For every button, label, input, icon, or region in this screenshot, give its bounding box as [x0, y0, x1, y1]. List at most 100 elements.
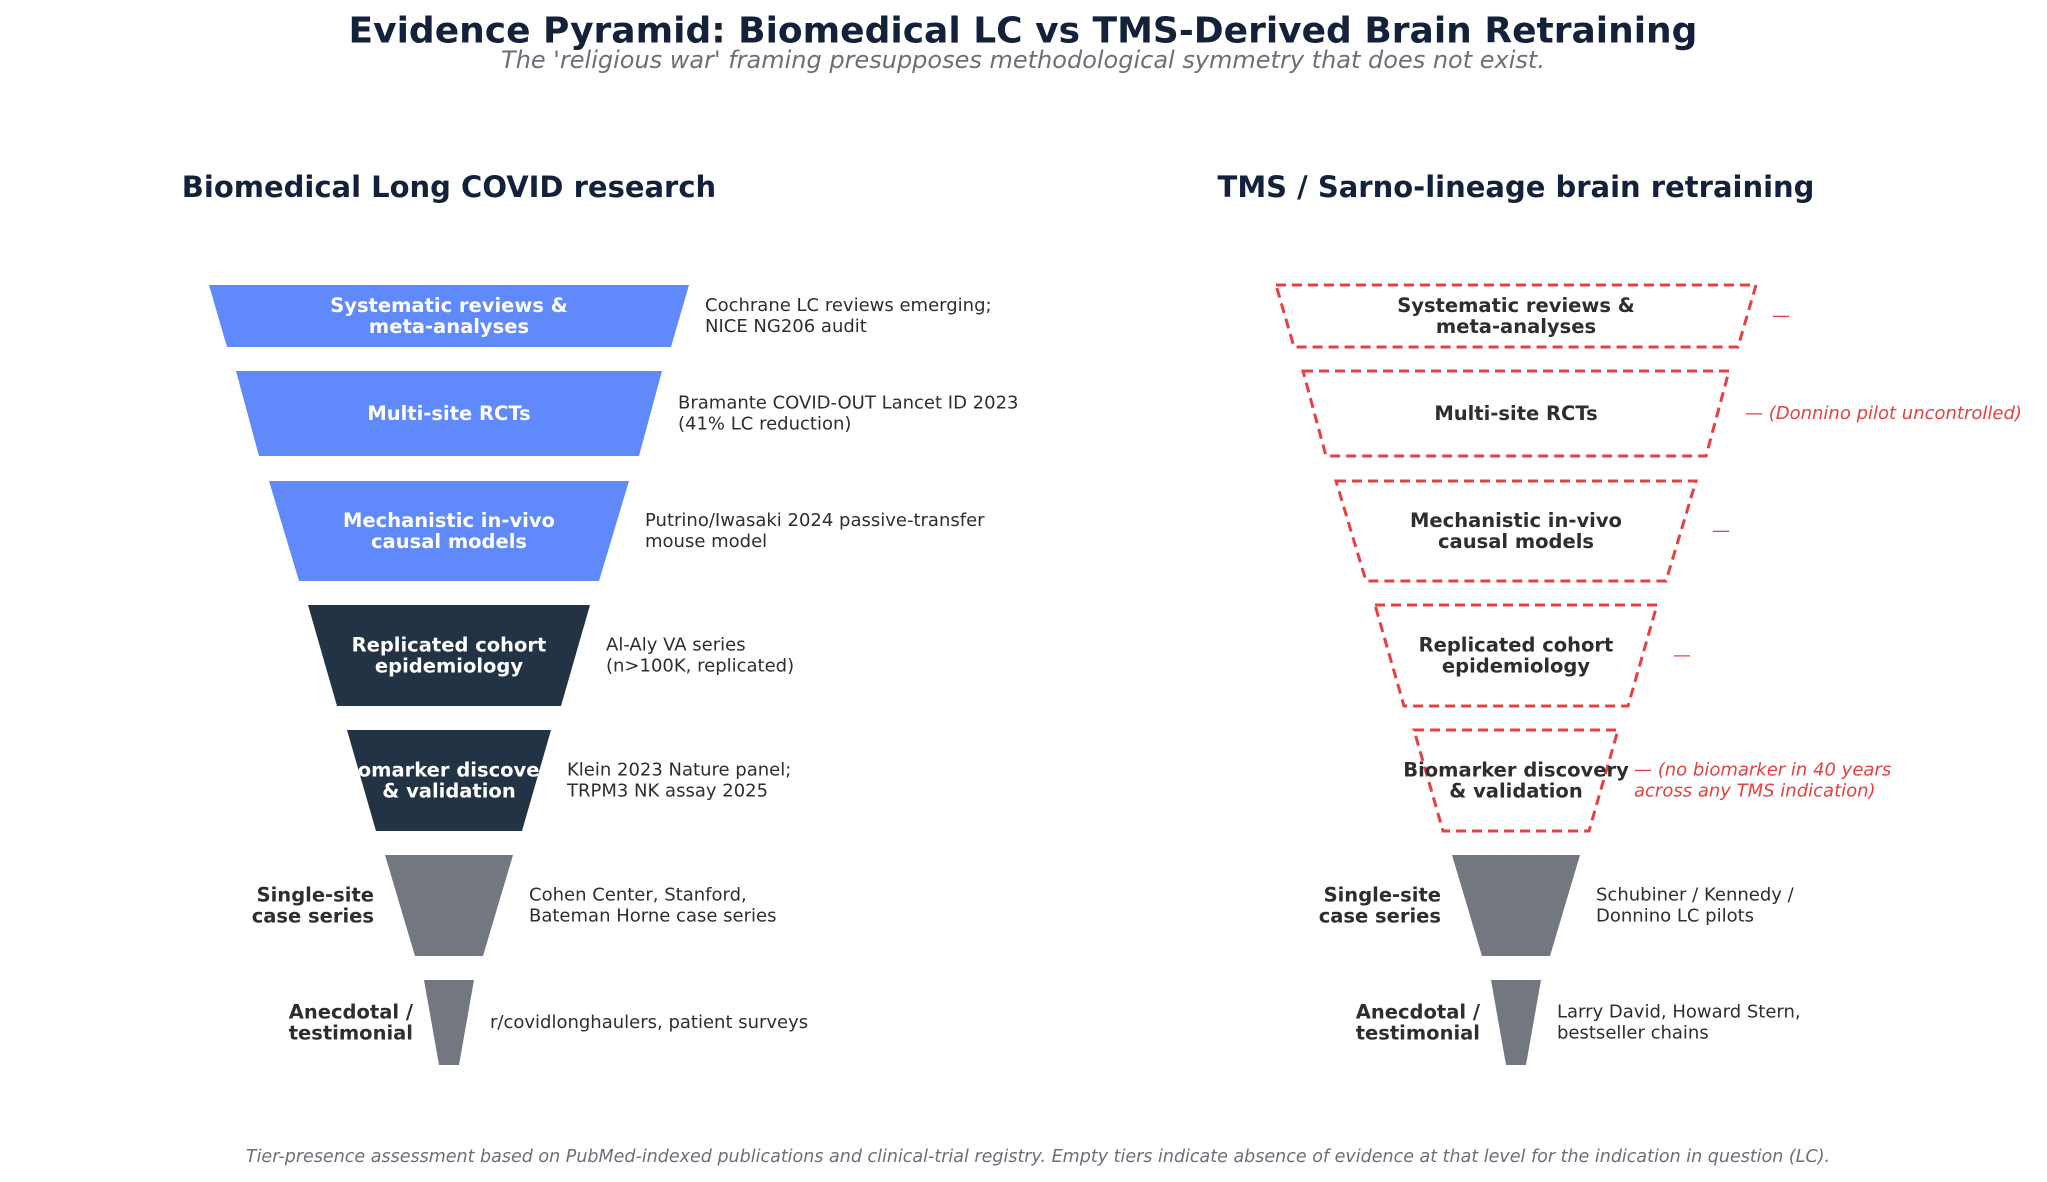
left-tier-label: Anecdotal /testimonial	[289, 1001, 414, 1045]
right-tier-shape	[1333, 479, 1699, 583]
left-tier-label-line: Biomarker discovery	[336, 759, 562, 782]
left-tier-label-line: causal models	[371, 530, 527, 553]
left-tier-label-line: Replicated cohort	[352, 634, 547, 657]
left-tier-annotation: Cohen Center, Stanford,Bateman Horne cas…	[529, 885, 776, 927]
left-tier-label: Multi-site RCTs	[367, 402, 530, 425]
right-tier-label-line: Single-site	[1324, 884, 1441, 907]
left-tier-label-line: & validation	[382, 780, 515, 803]
right-tier-label: Multi-site RCTs	[1434, 402, 1597, 425]
left-tier-label-line: Anecdotal /	[289, 1001, 414, 1024]
right-tier-1: Systematic reviews &meta-analyses —	[1274, 283, 1790, 349]
left-tier-label: Biomarker discovery& validation	[336, 759, 562, 803]
right-tier-label-line: epidemiology	[1442, 655, 1590, 678]
left-tier-annotation: Cochrane LC reviews emerging;NICE NG206 …	[705, 295, 992, 337]
left-tier-annotation-line: r/covidlonghaulers, patient surveys	[490, 1012, 808, 1033]
right-tier-label-line: & validation	[1449, 780, 1582, 803]
left-tier-label-line: epidemiology	[375, 655, 523, 678]
right-tier-annotation-line: —	[1673, 645, 1691, 666]
left-tier-label: Systematic reviews &meta-analyses	[330, 294, 568, 338]
left-tier-shape	[209, 285, 689, 347]
right-tier-shape	[1452, 855, 1580, 956]
right-tier-annotation-line: — (no biomarker in 40 years	[1634, 760, 1891, 781]
right-tier-annotation-line: across any TMS indication)	[1634, 781, 1876, 802]
figure-title: Evidence Pyramid: Biomedical LC vs TMS-D…	[349, 11, 1698, 52]
right-tier-label: Systematic reviews &meta-analyses	[1397, 294, 1635, 338]
left-tier-annotation: r/covidlonghaulers, patient surveys	[490, 1012, 808, 1033]
right-tier-annotation: Larry David, Howard Stern,bestseller cha…	[1557, 1002, 1801, 1044]
left-tier-label-line: Mechanistic in-vivo	[343, 509, 555, 532]
right-tier-annotation: —	[1712, 521, 1730, 542]
right-tier-annotation-line: — (Donnino pilot uncontrolled)	[1745, 403, 2022, 424]
left-tier-shape	[236, 371, 662, 456]
left-tier-annotation-line: TRPM3 NK assay 2025	[566, 781, 768, 802]
right-tier-shape	[1301, 369, 1731, 458]
right-tier-shape	[1274, 283, 1758, 349]
right-tier-label-line: Biomarker discovery	[1403, 759, 1629, 782]
right-tier-label-line: Systematic reviews &	[1397, 294, 1635, 317]
right-tier-label-line: case series	[1319, 905, 1441, 928]
right-tier-annotation-line: —	[1772, 306, 1790, 327]
left-tier-annotation-line: NICE NG206 audit	[705, 316, 867, 337]
left-tier-annotation-line: (n>100K, replicated)	[606, 656, 794, 677]
left-tier-label-line: testimonial	[289, 1022, 413, 1045]
left-tier-label-line: case series	[252, 905, 374, 928]
left-tier-1: Systematic reviews &meta-analyses Cochran…	[209, 285, 992, 347]
pyramid-tiers: Systematic reviews &meta-analysesCochran…	[209, 283, 2022, 1065]
left-tier-shape	[308, 605, 590, 706]
right-tier-annotation-line: —	[1712, 521, 1730, 542]
right-tier-label: Biomarker discovery& validation	[1403, 759, 1629, 803]
left-tier-annotation-line: Bramante COVID-OUT Lancet ID 2023	[678, 393, 1018, 414]
left-tier-annotation-line: Putrino/Iwasaki 2024 passive-transfer	[645, 510, 985, 531]
right-tier-5: Biomarker discovery& validation— (no bio…	[1403, 728, 1891, 833]
left-tier-label-line: meta-analyses	[369, 315, 529, 338]
left-tier-2: Multi-site RCTs Bramante COVID-OUT Lancet…	[236, 371, 1018, 456]
right-tier-annotation-line: Donnino LC pilots	[1596, 906, 1754, 927]
left-tier-label-line: Multi-site RCTs	[367, 402, 530, 425]
right-tier-label-line: Mechanistic in-vivo	[1410, 509, 1622, 532]
left-tier-label-line: Single-site	[257, 884, 374, 907]
figure-subtitle: The 'religious war' framing presupposes …	[501, 46, 1545, 74]
right-tier-annotation: —	[1673, 645, 1691, 666]
right-tier-label-line: Multi-site RCTs	[1434, 402, 1597, 425]
left-tier-annotation-line: Cohen Center, Stanford,	[529, 885, 747, 906]
left-tier-annotation-line: (41% LC reduction)	[678, 414, 851, 435]
left-tier-annotation: Bramante COVID-OUT Lancet ID 2023(41% LC…	[678, 393, 1018, 435]
right-tier-annotation: — (Donnino pilot uncontrolled)	[1745, 403, 2022, 424]
right-tier-annotation: Schubiner / Kennedy /Donnino LC pilots	[1596, 885, 1795, 927]
left-tier-shape	[269, 481, 629, 581]
right-tier-annotation: —	[1772, 306, 1790, 327]
right-tier-label-line: Replicated cohort	[1419, 634, 1614, 657]
left-tier-shape	[385, 855, 513, 956]
right-tier-label: Anecdotal /testimonial	[1356, 1001, 1481, 1045]
left-tier-annotation: Al-Aly VA series(n>100K, replicated)	[606, 635, 794, 677]
right-tier-annotation-line: Schubiner / Kennedy /	[1596, 885, 1795, 906]
left-tier-annotation-line: Al-Aly VA series	[606, 635, 746, 656]
left-tier-annotation-line: Bateman Horne case series	[529, 906, 776, 927]
left-tier-7: Anecdotal /testimonial r/covidlonghaulers…	[289, 980, 808, 1065]
left-panel-heading: Biomedical Long COVID research	[182, 170, 716, 204]
right-tier-label-line: Anecdotal /	[1356, 1001, 1481, 1024]
left-tier-annotation: Klein 2023 Nature panel;TRPM3 NK assay 2…	[566, 760, 791, 802]
right-tier-label-line: causal models	[1438, 530, 1594, 553]
left-tier-annotation-line: mouse model	[645, 531, 767, 552]
right-tier-annotation-line: Larry David, Howard Stern,	[1557, 1002, 1801, 1023]
right-tier-shape	[1373, 603, 1659, 708]
left-tier-annotation-line: Klein 2023 Nature panel;	[567, 760, 791, 781]
left-tier-label-line: Systematic reviews &	[330, 294, 568, 317]
right-tier-2: Multi-site RCTs — (Donnino pilot uncontro…	[1301, 369, 2022, 458]
right-tier-label-line: meta-analyses	[1436, 315, 1596, 338]
